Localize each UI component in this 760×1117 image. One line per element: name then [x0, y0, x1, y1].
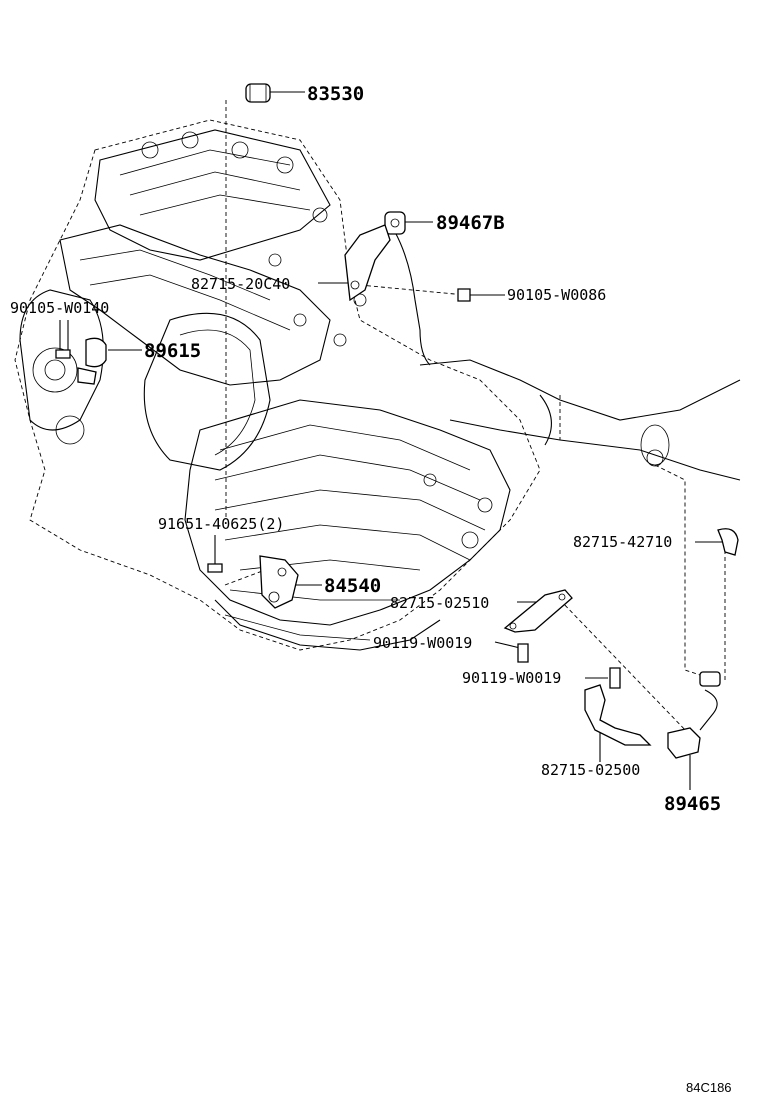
callout-82715-02510: 82715-02510	[390, 594, 489, 612]
part-91651-bolt	[207, 563, 223, 573]
part-90105-w0086-bolt	[457, 288, 471, 302]
callout-84540: 84540	[324, 575, 381, 597]
part-82715-02510-bracket	[503, 589, 573, 633]
callout-83530: 83530	[307, 83, 364, 105]
callout-90119-w0019-b: 90119-W0019	[462, 669, 561, 687]
leader-lines	[59, 91, 726, 790]
part-89615-knock-sensor	[77, 337, 107, 385]
part-82715-20c40-bracket	[344, 224, 391, 302]
callout-82715-20c40: 82715-20C40	[191, 275, 290, 293]
callout-82715-42710: 82715-42710	[573, 533, 672, 551]
diagram-code: 84C186	[686, 1080, 732, 1095]
part-89465-oxygen-sensor	[667, 671, 721, 759]
part-83530-sensor	[245, 83, 271, 103]
part-90119-w0019-bolt-b	[609, 667, 621, 689]
callout-90119-w0019-a: 90119-W0019	[373, 634, 472, 652]
part-89467b-sensor	[384, 211, 406, 235]
part-82715-42710-clamp	[717, 528, 739, 556]
callout-90105-w0140: 90105-W0140	[10, 299, 109, 317]
callout-89615: 89615	[144, 340, 201, 362]
callout-89467b: 89467B	[436, 212, 505, 234]
callout-82715-02500: 82715-02500	[541, 761, 640, 779]
callout-91651-40625: 91651-40625(2)	[158, 515, 284, 533]
engine-assembly-drawing	[14, 119, 741, 651]
part-90105-w0140-bolt	[55, 349, 71, 359]
callout-89465: 89465	[664, 793, 721, 815]
part-90119-w0019-bolt-a	[517, 643, 529, 663]
callout-labels: 83530 89467B 82715-20C40 90105-W0086 901…	[10, 83, 721, 815]
part-84540-switch	[259, 555, 299, 609]
callout-90105-w0086: 90105-W0086	[507, 286, 606, 304]
part-82715-02500-bracket	[584, 684, 652, 746]
